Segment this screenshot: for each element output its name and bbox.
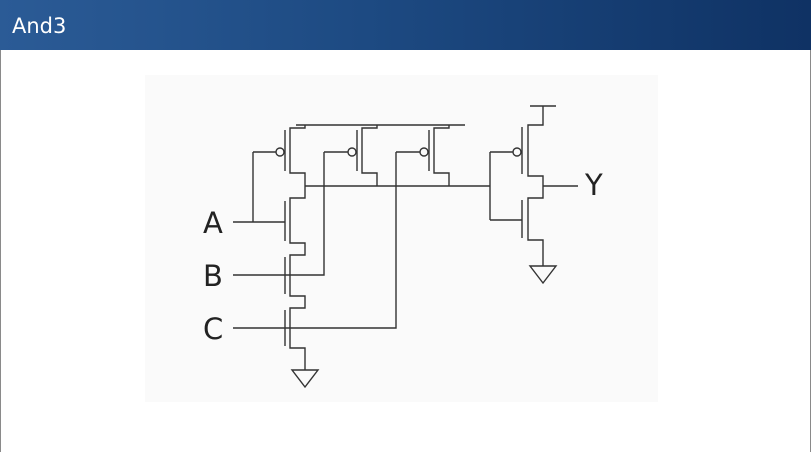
- slide-title-bar: And3: [0, 0, 811, 50]
- inverter-ground-icon: [528, 265, 558, 285]
- input-label-c: C: [203, 312, 223, 346]
- wire-c: [285, 152, 397, 329]
- slide-title: And3: [12, 14, 67, 38]
- inverter: [489, 105, 578, 266]
- nmos-b: [233, 252, 306, 304]
- schematic-background: [145, 75, 658, 402]
- wire-b: [285, 152, 325, 276]
- nand-ground-icon: [290, 369, 320, 389]
- pmos-b: [324, 125, 378, 186]
- nmos-c: [233, 304, 306, 370]
- input-label-a: A: [203, 206, 223, 240]
- input-label-b: B: [203, 259, 223, 293]
- nmos-a: [233, 186, 306, 252]
- pmos-c: [396, 125, 450, 186]
- output-label-y: Y: [584, 168, 603, 202]
- pmos-a: [253, 125, 306, 186]
